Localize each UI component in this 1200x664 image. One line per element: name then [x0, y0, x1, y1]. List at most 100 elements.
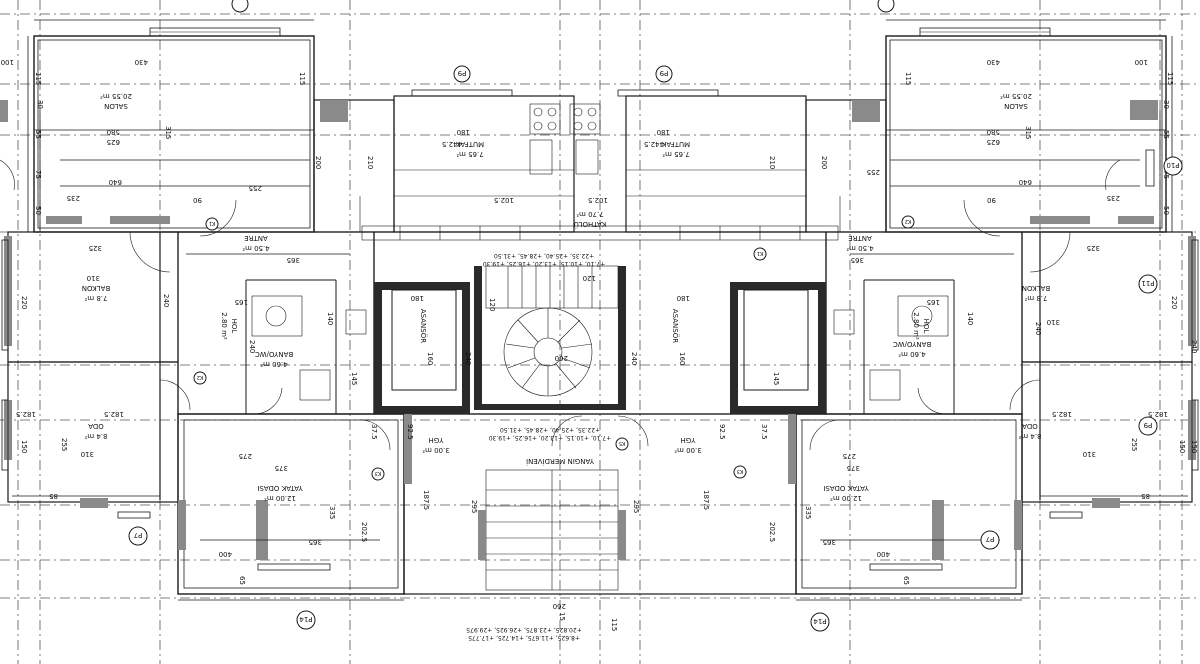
dim-text: 275 [843, 452, 856, 460]
dim-text: 187.5 [422, 490, 430, 510]
dim-text: 160 [678, 352, 686, 365]
marker-k1: K1 [209, 220, 215, 226]
dim-text: 275 [239, 452, 252, 460]
dim-text: 65 [238, 576, 246, 585]
marker-p9-side: P9 [1144, 421, 1153, 429]
dim-text: 430 [987, 58, 1000, 66]
dim-text: 115 [298, 72, 306, 85]
dim-text: 255 [1130, 438, 1138, 451]
dim-text: 50 [34, 206, 42, 215]
room-area-hol-left: 2.80 m² [220, 312, 228, 340]
dim-text: 100 [1135, 58, 1148, 66]
room-area-hol-right: 2.80 m² [912, 312, 920, 340]
stair-level-bottom2: +20.825, +23.875, +26.925, +29.975 [466, 626, 582, 633]
doors [0, 159, 1121, 451]
dim-text: 182.5 [1148, 410, 1168, 418]
dim-text: 202.5 [768, 522, 776, 542]
room-area-yatak-right: 12.00 m² [830, 494, 862, 502]
room-name-balkon-right: BALKON [1022, 284, 1050, 292]
dim-text: 55 [34, 130, 42, 139]
dim-text: 315 [1024, 126, 1032, 139]
room-area-banyo-left: 4.60 m² [260, 360, 288, 368]
marker-p7-left: P7 [134, 531, 143, 539]
dim-text: 255 [60, 438, 68, 451]
room-area-ygh-left: 3.00 m² [422, 446, 450, 454]
room-area-oda-left: 8.4 m² [84, 432, 107, 440]
dim-text: 160 [426, 352, 434, 365]
room-name-oda-left: ODA [88, 422, 104, 430]
dim-text: 182.5 [104, 410, 124, 418]
dim-text: 115 [610, 618, 618, 631]
dim-text: 30 [1162, 100, 1170, 109]
dim-text: 92.5 [406, 424, 414, 440]
dim-text: 165 [235, 298, 248, 306]
dim-text: 240 [630, 352, 638, 365]
dim-text: 37.5 [370, 424, 378, 440]
dim-text: 400 [219, 550, 232, 558]
room-area-balkon-left: 7.8 m² [84, 294, 107, 302]
room-area-salon-left: 20.55 m² [100, 92, 132, 100]
dim-text: 100 [1, 58, 14, 66]
room-name-mutfak-right: MUTFAK [661, 140, 690, 148]
walls [0, 35, 1196, 595]
marker-k2: K2 [197, 374, 203, 380]
room-name-ygh-left: YGH [429, 436, 445, 444]
room-name-mutfak-left: MUTFAK [455, 140, 484, 148]
room-area-yatak-left: 12.00 m² [264, 494, 296, 502]
marker-k3-right: K3 [737, 468, 743, 474]
dim-text: 165 [927, 298, 940, 306]
room-area-mutfak-right: 7.65 m² [662, 150, 690, 158]
dim-text: 210 [768, 156, 776, 169]
room-area-antre-left: 4.50 m² [242, 244, 270, 252]
dim-text: 115 [904, 72, 912, 85]
dim-text: 240 [162, 294, 170, 307]
marker-k3: K3 [375, 470, 381, 476]
dim-text: 442.5 [442, 140, 462, 148]
dim-text: 180 [457, 128, 470, 136]
stair-core [361, 225, 839, 591]
section-markers: P9 P9 P10 P11 P9 P7 P7 P14 P14 K1 K1 K2 … [128, 0, 1183, 632]
dim-text: 235 [1107, 194, 1120, 202]
dim-text: 325 [1087, 244, 1100, 252]
dim-text: 37.5 [760, 424, 768, 440]
marker-k1-right: K1 [757, 250, 763, 256]
stair-level-upper2: +22.35, +25.40, +28.45, +31.50 [494, 252, 594, 259]
dim-text: 315 [164, 126, 172, 139]
dim-text: 255 [249, 184, 262, 192]
room-name-salon-left: SALON [104, 102, 128, 110]
dimension-texts: 430 430 115 115 115 115 315 315 580 580 … [1, 58, 1198, 631]
dim-text: 375 [275, 464, 288, 472]
dim-text: 115 [34, 72, 42, 85]
dim-text: 200 [820, 156, 828, 169]
room-name-antre-left: ANTRE [244, 234, 268, 242]
dim-text: 442.5 [644, 140, 664, 148]
dim-text: 210 [366, 156, 374, 169]
dim-text: 75 [1162, 170, 1170, 179]
dim-text: 260 [555, 354, 568, 362]
marker-p11: P11 [1141, 279, 1154, 287]
dim-text: 325 [89, 244, 102, 252]
dim-text: 15 [558, 612, 566, 621]
dim-text: 640 [109, 178, 122, 186]
dim-text: 310 [1083, 450, 1096, 458]
windows [1, 27, 1199, 571]
room-area-antre-right: 4.50 m² [846, 244, 874, 252]
dim-text: 90 [987, 196, 996, 204]
stair-level-bottom: +8.625, +11.675, +14.725, +17.775 [468, 634, 580, 641]
room-name-oda-right: ODA [1022, 422, 1038, 430]
dim-text: 400 [877, 550, 890, 558]
room-name-salon-right: SALON [1004, 102, 1028, 110]
dim-text: 92.5 [718, 424, 726, 440]
marker-circle [231, 0, 249, 13]
dim-text: 115 [1166, 72, 1174, 85]
marker-p14-left: P14 [299, 615, 313, 623]
dim-text: 55 [1162, 130, 1170, 139]
stair-level-labels: +7.10, +10.15, +13.20, +16.25, +19.30 +2… [466, 252, 611, 641]
dim-text: 240 [464, 352, 472, 365]
room-name-hol-right: HOL [922, 319, 930, 334]
stair-level-upper: +7.10, +10.15, +13.20, +16.25, +19.30 [483, 260, 606, 267]
room-area-salon-right: 20.55 m² [1000, 92, 1032, 100]
dim-text: 335 [328, 506, 336, 519]
dim-text: 335 [804, 506, 812, 519]
